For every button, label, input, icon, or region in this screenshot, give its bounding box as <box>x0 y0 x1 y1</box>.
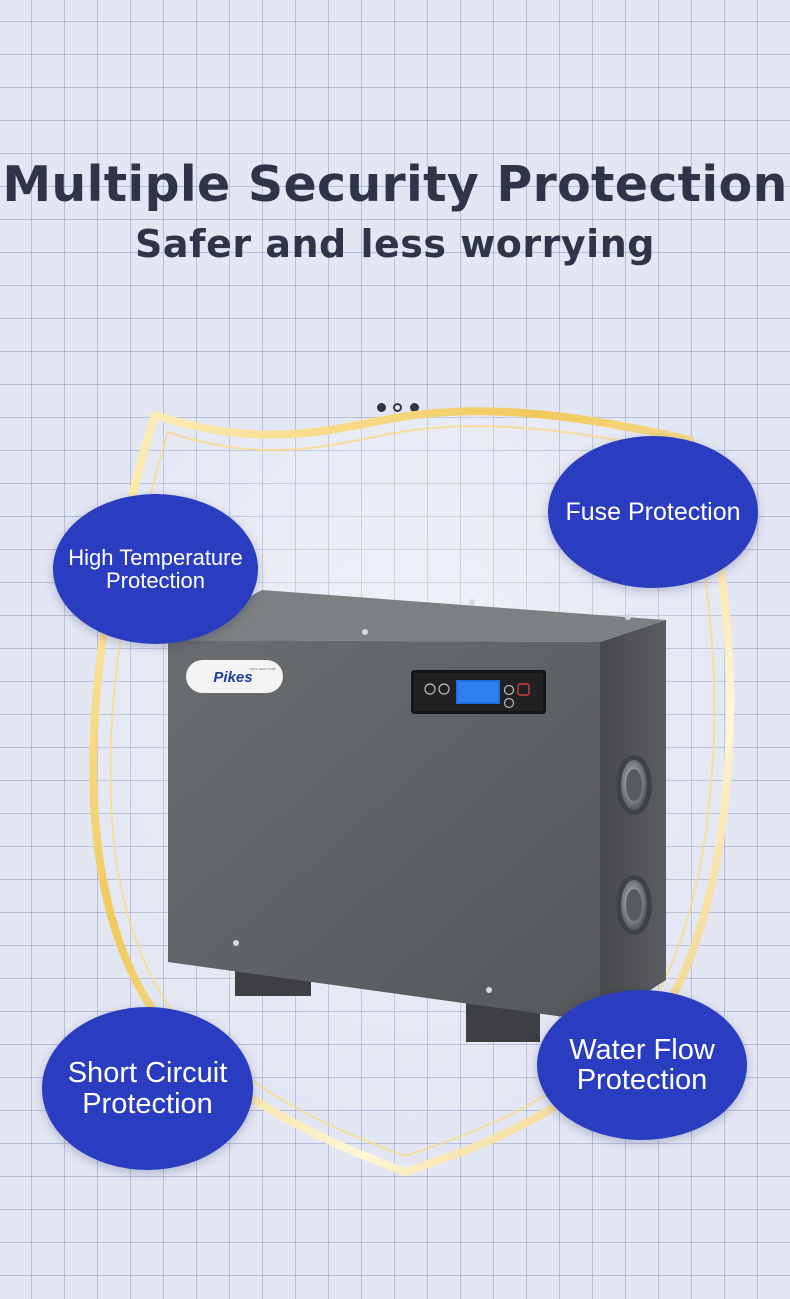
short-circuit-protection-label: Short Circuit Protection <box>67 1057 228 1120</box>
page-subtitle: Safer and less worrying <box>135 222 655 266</box>
brand-logo-plate <box>186 660 283 693</box>
water-flow-protection-label: Water Flow Protection <box>569 1033 715 1096</box>
mode-button-icon <box>438 683 450 695</box>
page-title: Multiple Security Protection <box>2 156 788 213</box>
high-temperature-protection-badge: High Temperature Protection <box>53 494 258 644</box>
brand-logo: Pikes <box>213 669 252 686</box>
dot-ring <box>393 403 402 412</box>
water-flow-protection-badge: Water Flow Protection <box>537 990 747 1140</box>
down-button-icon <box>503 697 515 709</box>
dot-filled <box>377 403 386 412</box>
up-button-icon <box>503 684 515 696</box>
dot-filled <box>410 403 419 412</box>
short-circuit-protection-badge: Short Circuit Protection <box>42 1007 253 1170</box>
power-button-icon <box>424 683 436 695</box>
brand-logo-tagline: POOL HEAT PUMP <box>250 667 276 671</box>
fuse-protection-label: Fuse Protection <box>565 497 741 526</box>
decorative-dots <box>376 401 420 415</box>
stop-button-icon <box>517 683 530 696</box>
fuse-protection-badge: Fuse Protection <box>548 436 758 588</box>
high-temperature-protection-label: High Temperature Protection <box>68 544 243 593</box>
